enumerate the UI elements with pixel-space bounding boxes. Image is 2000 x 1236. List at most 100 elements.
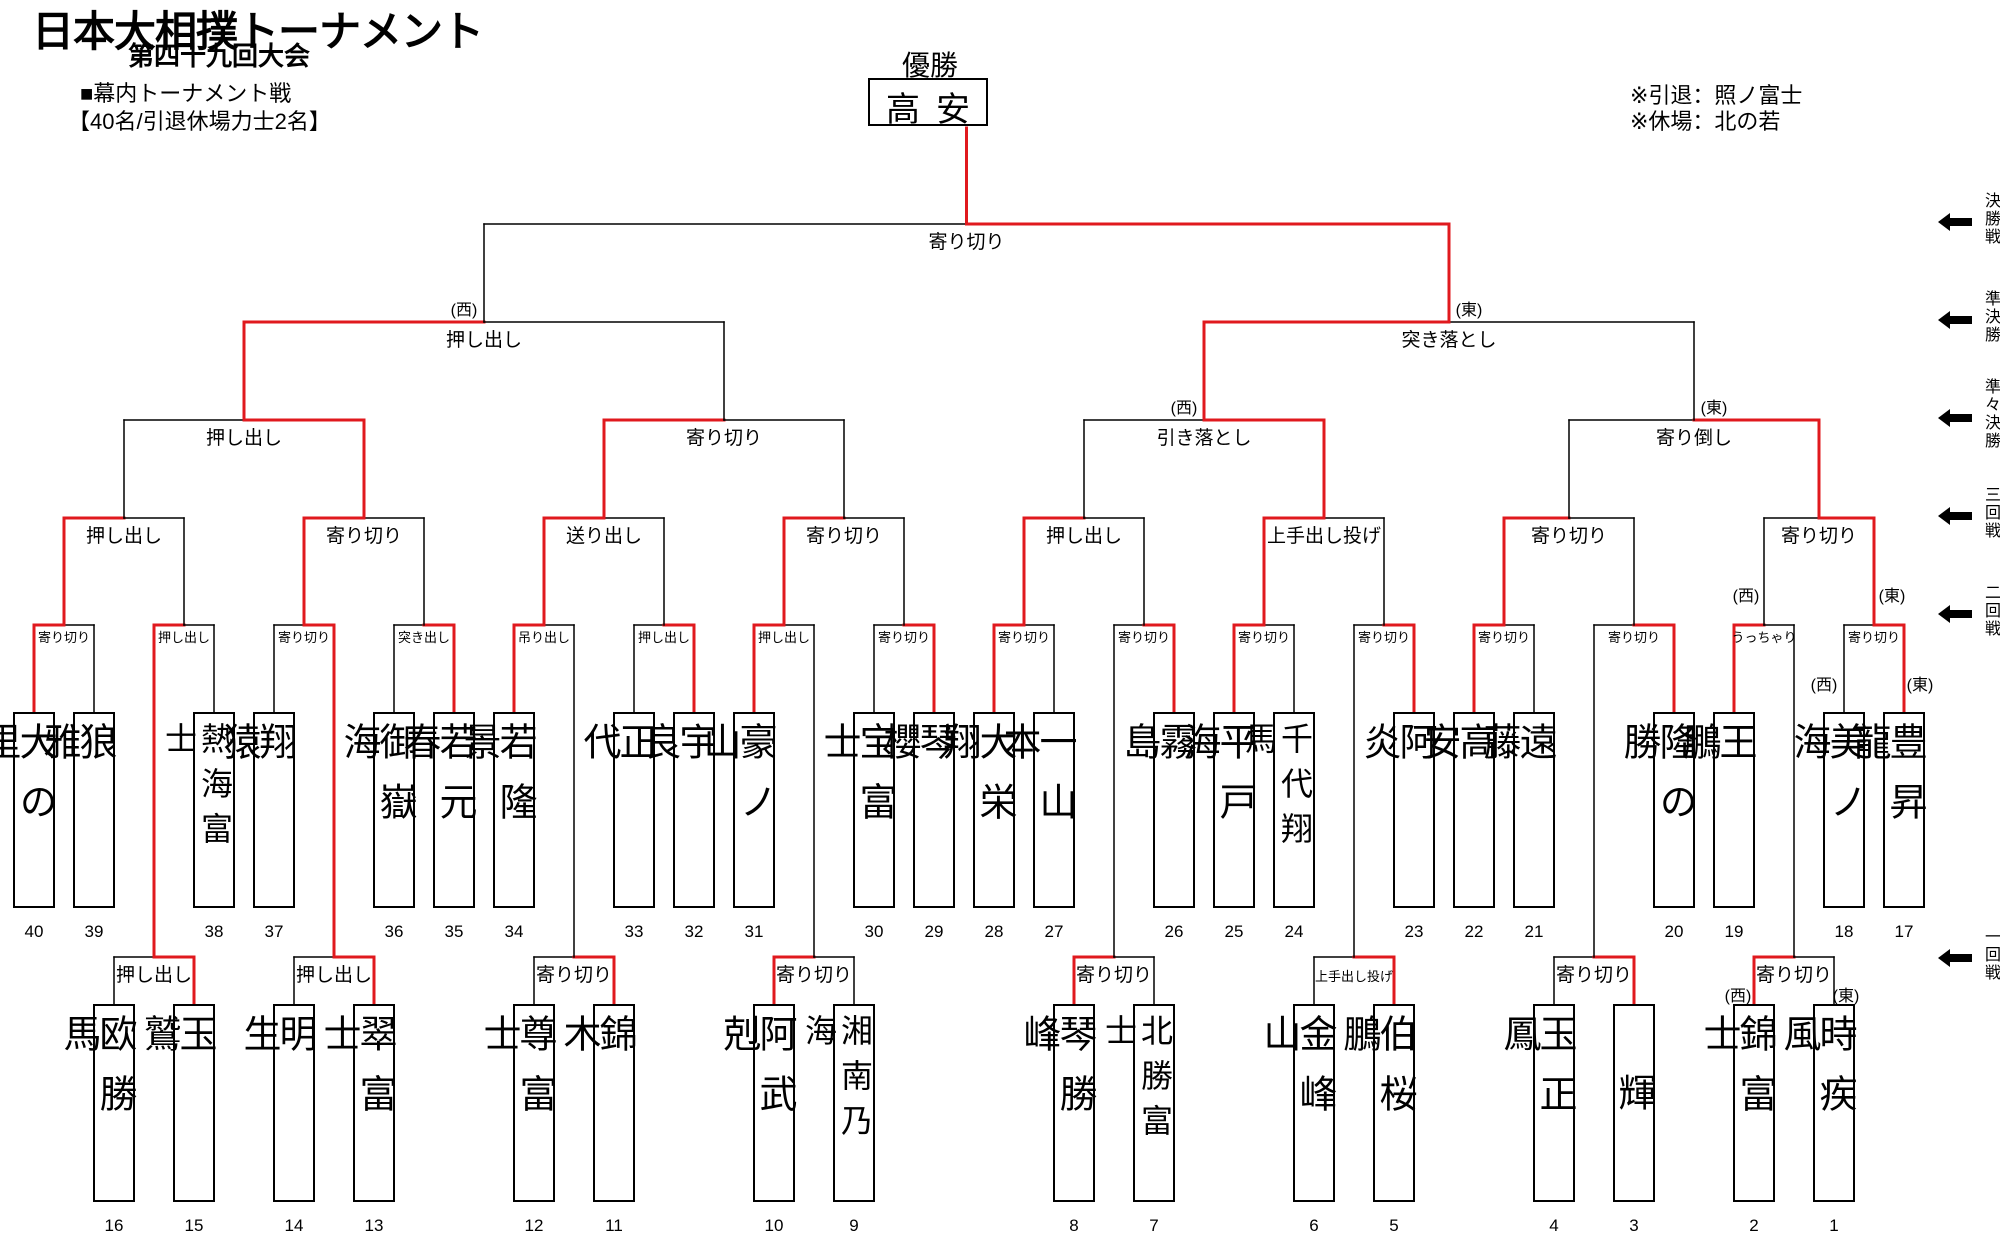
wrestler-box-r2: 熱海富士 xyxy=(160,712,235,908)
tournament-subtitle: 第四十九回大会 xyxy=(128,42,311,72)
wrestler-name: 千代翔馬 xyxy=(1240,722,1314,857)
wrestler-number: 4 xyxy=(1549,1216,1559,1235)
round2-match-kimarite: 押し出し xyxy=(758,630,810,645)
wrestler-name: 錦富士 xyxy=(1697,1014,1777,1134)
wrestler-box-r2: 一山本 xyxy=(997,712,1077,908)
round3-match-kimarite: 上手出し投げ xyxy=(1267,525,1381,547)
round2-match-kimarite: 寄り切り xyxy=(878,630,930,645)
wrestler-number: 8 xyxy=(1069,1216,1079,1235)
wrestler-box-r2: 若隆景 xyxy=(457,712,537,908)
wrestler-name: 阿武剋 xyxy=(717,1014,797,1134)
wrestler-name: 玉正鳳 xyxy=(1497,1014,1577,1134)
wrestler-name: 熱海富士 xyxy=(160,722,234,857)
wrestler-name: 一山本 xyxy=(997,722,1077,842)
wrestler-name: 平戸海 xyxy=(1177,722,1257,842)
round2-match-kimarite: 押し出し xyxy=(638,630,690,645)
wrestler-number: 37 xyxy=(264,922,284,941)
wrestler-box-r2: 阿炎 xyxy=(1357,712,1437,908)
wrestler-number: 13 xyxy=(364,1216,384,1235)
wrestler-name: 伯桜鵬 xyxy=(1337,1014,1417,1134)
round-label: 一回戦 xyxy=(1982,928,1999,982)
side-tag: (東) xyxy=(1879,587,1906,605)
round2-match-kimarite: 吊り出し xyxy=(518,630,570,645)
round-label: 三回戦 xyxy=(1982,486,1999,540)
info-right-line-1: ※引退：照ノ富士 xyxy=(1630,83,1803,108)
side-tag: (東) xyxy=(1456,301,1483,319)
wrestler-name: 御嶽海 xyxy=(337,722,417,842)
round2-match-kimarite: 寄り切り xyxy=(1238,630,1290,645)
round3-match-kimarite: 送り出し xyxy=(566,525,642,547)
round1-match-kimarite: 寄り切り xyxy=(776,964,852,986)
wrestler-name: 時疾風 xyxy=(1777,1014,1857,1134)
wrestler-number: 3 xyxy=(1629,1216,1639,1235)
round2-match-kimarite: 寄り切り xyxy=(38,630,90,645)
round-arrow-icon xyxy=(1938,213,1972,231)
wrestler-box-r1: 輝 xyxy=(1612,1004,1656,1202)
round-arrow-icon xyxy=(1938,605,1972,623)
side-tag: (東) xyxy=(1833,987,1860,1005)
wrestler-name: 宝富士 xyxy=(817,722,897,842)
round2-match-kimarite: 突き出し xyxy=(398,630,450,645)
wrestler-box-r2: 若元春 xyxy=(397,712,477,908)
wrestler-number: 39 xyxy=(84,922,104,941)
wrestler-box-r2: 豊昇龍 xyxy=(1847,712,1927,908)
wrestler-box-r1: 伯桜鵬 xyxy=(1337,1004,1417,1202)
round1-match-kimarite: 上手出し投げ xyxy=(1315,969,1393,984)
round-label: 準々決勝 xyxy=(1982,378,1999,450)
wrestler-box-r1: 阿武剋 xyxy=(717,1004,797,1202)
wrestler-box-r2: 高安 xyxy=(1417,712,1497,908)
wrestler-box-r1: 尊富士 xyxy=(477,1004,557,1202)
champion-label: 優勝 xyxy=(901,50,958,81)
round-label: 決勝戦 xyxy=(1982,192,1999,246)
wrestler-number: 9 xyxy=(849,1216,859,1235)
side-tag: (西) xyxy=(1733,588,1760,605)
round2-match-kimarite: 寄り切り xyxy=(998,630,1050,645)
side-tag: (西) xyxy=(1811,677,1838,694)
side-tag: (西) xyxy=(1725,988,1752,1005)
wrestler-box-r2: 正代 xyxy=(577,712,657,908)
wrestler-box-r1: 欧勝馬 xyxy=(57,1004,137,1202)
wrestler-number: 14 xyxy=(284,1216,304,1235)
wrestler-number: 28 xyxy=(984,922,1004,941)
semifinal-match-kimarite: 押し出し xyxy=(446,329,522,351)
info-left-line-1: ■幕内トーナメント戦 xyxy=(80,81,292,106)
wrestler-name: 琴櫻 xyxy=(877,722,957,812)
wrestler-box-r1: 翠富士 xyxy=(317,1004,397,1202)
wrestler-name: 琴勝峰 xyxy=(1017,1014,1097,1134)
wrestler-number: 30 xyxy=(864,922,884,941)
round1-match-kimarite: 寄り切り xyxy=(1076,964,1152,986)
wrestler-name: 隆の勝 xyxy=(1617,722,1697,842)
round1-match-kimarite: 寄り切り xyxy=(1756,964,1832,986)
wrestler-number: 5 xyxy=(1389,1216,1399,1235)
wrestler-name: 大の里 xyxy=(0,722,57,842)
wrestler-box-r2: 遠藤 xyxy=(1477,712,1557,908)
round3-match-kimarite: 寄り切り xyxy=(806,525,882,547)
round2-match-kimarite: 寄り切り xyxy=(1478,630,1530,645)
round-arrow-icon xyxy=(1938,311,1972,329)
wrestler-name: 尊富士 xyxy=(477,1014,557,1134)
round-arrow-icon xyxy=(1938,949,1972,967)
wrestler-box-r2: 隆の勝 xyxy=(1617,712,1697,908)
wrestler-number: 10 xyxy=(764,1216,784,1235)
wrestler-number: 33 xyxy=(624,922,644,941)
wrestler-box-r1: 玉鷲 xyxy=(137,1004,217,1202)
wrestler-box-r2: 翔猿 xyxy=(217,712,297,908)
wrestler-number: 32 xyxy=(684,922,704,941)
wrestler-name: 湘南乃海 xyxy=(800,1014,874,1149)
round1-match-kimarite: 押し出し xyxy=(296,964,372,986)
wrestler-name: 翠富士 xyxy=(317,1014,397,1134)
side-tag: (東) xyxy=(1701,399,1728,417)
wrestler-number: 40 xyxy=(24,922,44,941)
round2-match-kimarite: 寄り切り xyxy=(1118,630,1170,645)
wrestler-box-r1: 湘南乃海 xyxy=(800,1004,875,1202)
round1-match-kimarite: 寄り切り xyxy=(536,964,612,986)
wrestler-number: 24 xyxy=(1284,922,1304,941)
wrestler-name: 狼雅 xyxy=(37,722,117,812)
wrestler-number: 18 xyxy=(1834,922,1854,941)
quarterfinal-match-kimarite: 引き落とし xyxy=(1156,427,1251,449)
wrestler-number: 29 xyxy=(924,922,944,941)
quarterfinal-match-kimarite: 寄り切り xyxy=(686,427,762,449)
wrestler-box-r2: 狼雅 xyxy=(37,712,117,908)
wrestler-number: 6 xyxy=(1309,1216,1319,1235)
wrestler-box-r1: 錦木 xyxy=(557,1004,637,1202)
